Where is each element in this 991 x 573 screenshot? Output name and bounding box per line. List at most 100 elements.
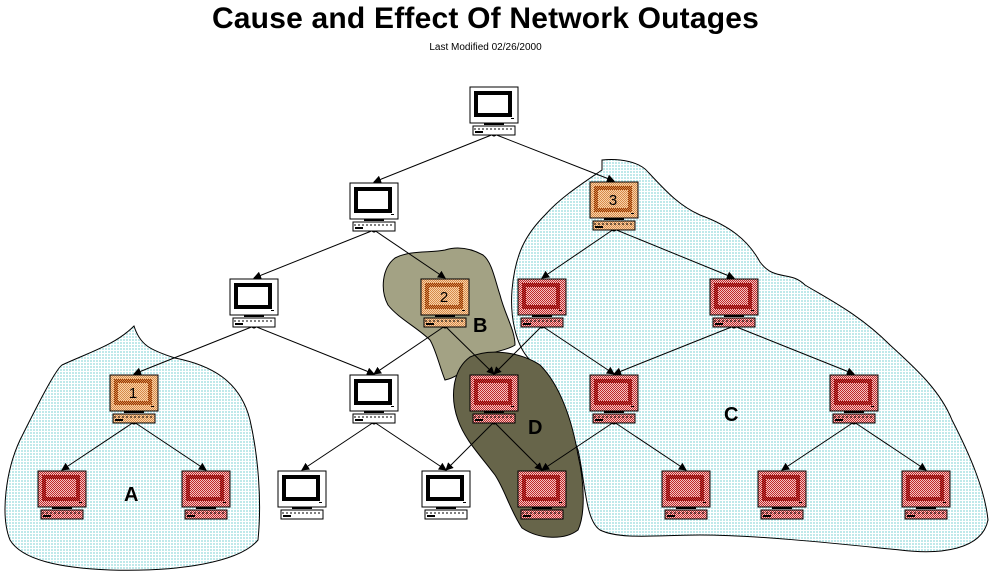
connection-line [493, 133, 615, 183]
monitor-stand [435, 315, 455, 317]
computer-node-normal[interactable] [349, 182, 399, 232]
connection-line [301, 421, 375, 471]
keyboard-slot [715, 323, 723, 325]
keyboard-icon [352, 221, 396, 232]
keyboard-icon [832, 413, 876, 424]
connection-line [493, 421, 543, 471]
monitor-stand [52, 507, 72, 509]
keyboard-slot [835, 419, 843, 421]
monitor-stand [124, 411, 144, 413]
monitor-screen [478, 383, 508, 401]
monitor-screen [478, 95, 508, 113]
monitor-screen [358, 191, 388, 209]
keyboard-slot [475, 419, 483, 421]
keyboard-slot [427, 515, 435, 517]
region-label-d: D [528, 417, 542, 439]
keyboard-slot [115, 419, 123, 421]
connection-line [373, 325, 446, 375]
connection-line [373, 421, 447, 471]
diagram-title: Cause and Effect Of Network Outages [211, 2, 760, 35]
keyboard-icon [424, 509, 468, 520]
connection-line [541, 325, 615, 375]
power-led [631, 213, 634, 214]
region-c [511, 159, 989, 553]
monitor-screen [718, 287, 748, 305]
monitor-stand [916, 507, 936, 509]
power-led [151, 406, 154, 407]
monitor-screen [598, 383, 628, 401]
power-led [559, 502, 562, 503]
keyboard-slot [235, 323, 243, 325]
computer-node-affected[interactable] [757, 470, 807, 520]
keyboard-icon [904, 509, 948, 520]
monitor-stand [532, 507, 552, 509]
connection-line [253, 229, 375, 280]
computer-node-cause[interactable]: 3 [589, 181, 639, 231]
monitor-stand [532, 315, 552, 317]
connection-line [373, 133, 495, 184]
power-led [319, 502, 322, 503]
monitor-screen [766, 479, 796, 497]
monitor-screen [430, 479, 460, 497]
monitor-stand [244, 315, 264, 317]
computer-node-affected[interactable] [829, 374, 879, 424]
region-label-b: B [473, 315, 487, 337]
connection-line [444, 325, 495, 375]
monitor-stand [292, 507, 312, 509]
power-led [703, 502, 706, 503]
power-led [871, 406, 874, 407]
connection-line [733, 325, 855, 376]
region-a [4, 325, 261, 571]
monitor-stand [772, 507, 792, 509]
keyboard-icon [520, 509, 564, 520]
computer-node-affected[interactable] [709, 278, 759, 328]
monitor-screen [838, 383, 868, 401]
keyboard-slot [426, 323, 434, 325]
computer-node-cause[interactable]: 2 [420, 278, 470, 328]
monitor-screen [670, 479, 700, 497]
computer-node-affected[interactable] [517, 278, 567, 328]
connection-line [133, 421, 207, 471]
monitor-screen [190, 479, 220, 497]
keyboard-icon [112, 413, 156, 424]
monitor-screen [526, 479, 556, 497]
node-number-label: 2 [440, 289, 448, 306]
connection-line [373, 229, 446, 279]
computer-node-affected[interactable] [661, 470, 711, 520]
keyboard-icon [423, 317, 467, 328]
keyboard-slot [907, 515, 915, 517]
monitor-stand [484, 123, 504, 125]
computer-node-affected[interactable] [589, 374, 639, 424]
connection-line [853, 421, 927, 471]
monitor-screen [526, 287, 556, 305]
computer-node-affected[interactable] [901, 470, 951, 520]
monitor-screen [46, 479, 76, 497]
monitor-stand [484, 411, 504, 413]
keyboard-icon [184, 509, 228, 520]
power-led [511, 118, 514, 119]
monitor-screen [286, 479, 316, 497]
computer-node-normal[interactable] [349, 374, 399, 424]
computer-node-affected[interactable] [37, 470, 87, 520]
node-number-label: 3 [609, 192, 617, 209]
monitor-stand [364, 219, 384, 221]
power-led [463, 502, 466, 503]
keyboard-slot [595, 419, 603, 421]
computer-node-affected[interactable] [469, 374, 519, 424]
computer-node-normal[interactable] [277, 470, 327, 520]
keyboard-icon [592, 413, 636, 424]
monitor-stand [604, 411, 624, 413]
computer-node-normal[interactable] [229, 278, 279, 328]
last-modified-date: Last Modified 02/26/2000 [429, 42, 542, 53]
computer-node-affected[interactable] [517, 470, 567, 520]
computer-node-normal[interactable] [469, 86, 519, 136]
keyboard-slot [43, 515, 51, 517]
computer-node-cause[interactable]: 1 [109, 374, 159, 424]
connection-line [613, 421, 687, 471]
keyboard-icon [592, 220, 636, 231]
computer-node-normal[interactable] [421, 470, 471, 520]
power-led [462, 310, 465, 311]
region-label-a: A [124, 484, 138, 506]
computer-node-affected[interactable] [181, 470, 231, 520]
